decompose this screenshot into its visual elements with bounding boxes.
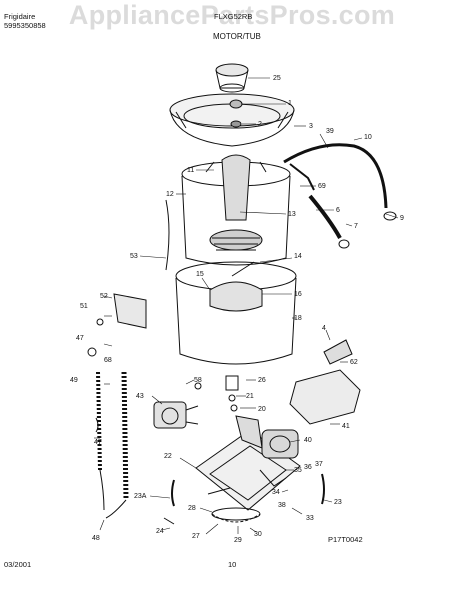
mounting-hardware [194, 375, 239, 412]
callout-40: 40 [304, 437, 312, 444]
callout-37: 37 [315, 461, 323, 468]
callout-23: 23 [334, 499, 342, 506]
fill-hoses [87, 347, 129, 519]
callout-21: 21 [246, 393, 254, 400]
callout-15: 15 [196, 271, 204, 278]
callout-30: 30 [254, 531, 262, 538]
suspension-rod [96, 199, 170, 329]
callout-18: 18 [294, 315, 302, 322]
footer-page-number: 10 [228, 560, 236, 569]
tub-cover [169, 93, 295, 147]
callout-43: 43 [136, 393, 144, 400]
callout-12: 12 [166, 191, 174, 198]
callout-2: 2 [258, 121, 262, 128]
outer-tub [175, 261, 297, 365]
callout-20: 20 [258, 406, 266, 413]
callout-24: 24 [156, 528, 164, 535]
callout-35: 35 [294, 467, 302, 474]
callout-labels: 25 1 2 3 39 10 11 12 69 13 6 7 9 53 14 1… [70, 75, 404, 544]
callout-33: 33 [306, 515, 314, 522]
pump-assembly [153, 401, 199, 429]
callout-47-top: 47 [76, 335, 84, 342]
callout-53: 53 [130, 253, 138, 260]
callout-3: 3 [309, 123, 313, 130]
callout-6: 6 [336, 207, 340, 214]
callout-10: 10 [364, 134, 372, 141]
callout-16: 16 [294, 291, 302, 298]
callout-58: 58 [194, 377, 202, 384]
callout-25: 25 [273, 75, 281, 82]
callout-4: 4 [322, 325, 326, 332]
callout-39: 39 [326, 128, 334, 135]
callout-47-bottom: 47 [94, 439, 102, 446]
callout-28: 28 [188, 505, 196, 512]
callout-41: 41 [342, 423, 350, 430]
callout-22: 22 [164, 453, 172, 460]
callout-49: 49 [70, 377, 78, 384]
callout-13: 13 [288, 211, 296, 218]
callout-14: 14 [294, 253, 302, 260]
diagram-code: P17T0042 [328, 535, 363, 544]
callout-23a: 23A [134, 493, 147, 500]
callout-9: 9 [400, 215, 404, 222]
shield [289, 339, 361, 425]
model-label: FLXG52RB [214, 12, 253, 21]
spin-basket [181, 154, 291, 266]
agitator-cap [215, 63, 249, 128]
brand-label: Frigidaire [4, 12, 36, 21]
publication-number: 5995350858 [4, 21, 46, 30]
callout-7: 7 [354, 223, 358, 230]
callout-27: 27 [192, 533, 200, 540]
callout-62: 62 [350, 359, 358, 366]
callout-51: 51 [80, 303, 88, 310]
callout-36: 36 [304, 464, 312, 471]
callout-11: 11 [187, 167, 194, 174]
callout-69: 69 [318, 183, 326, 190]
callout-52: 52 [100, 293, 108, 300]
drain-hose [283, 143, 397, 249]
callout-29: 29 [234, 537, 242, 544]
callout-38: 38 [278, 502, 286, 509]
leader-lines [94, 77, 399, 535]
callout-34: 34 [272, 489, 280, 496]
callout-48: 48 [92, 535, 100, 542]
callout-26: 26 [258, 377, 266, 384]
callout-68: 68 [104, 357, 112, 364]
footer-date: 03/2001 [4, 560, 31, 569]
callout-1: 1 [288, 100, 292, 107]
section-title: MOTOR/TUB [213, 32, 261, 41]
